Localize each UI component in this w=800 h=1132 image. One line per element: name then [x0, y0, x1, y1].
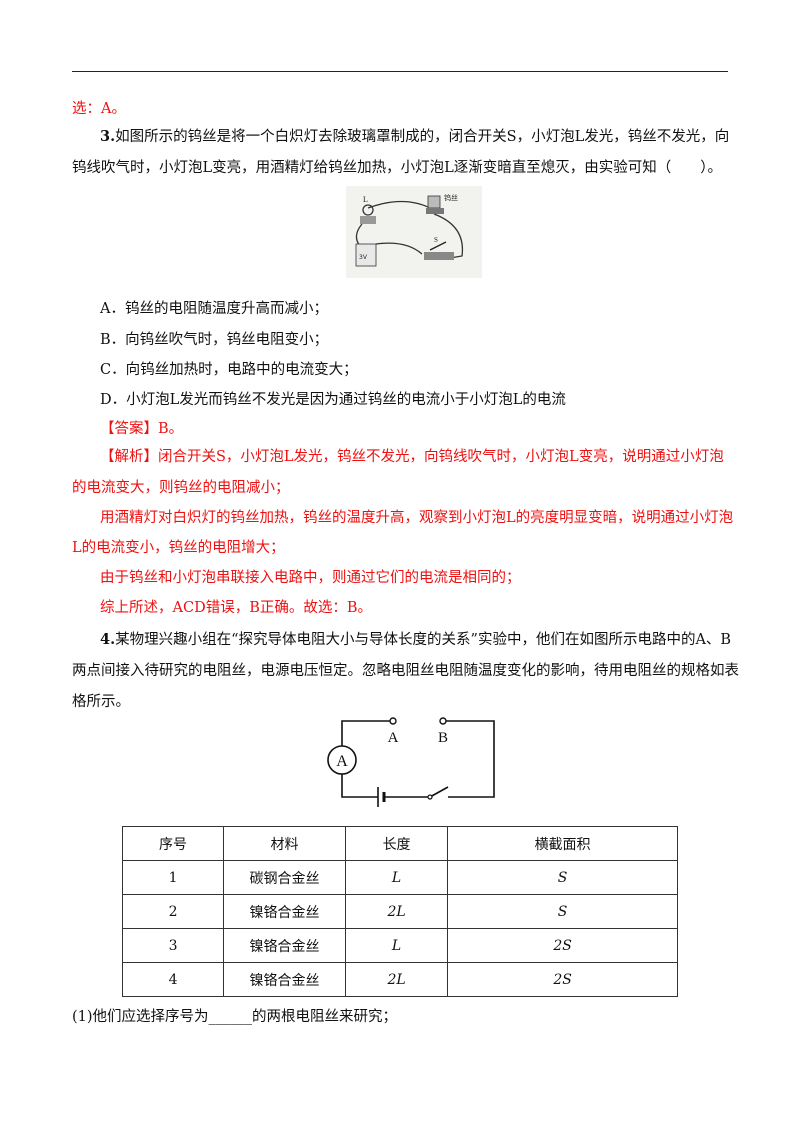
terminal-b [439, 717, 447, 725]
cell-index: 2 [121, 894, 225, 929]
label-battery: 3V [359, 254, 368, 261]
switch-lever [429, 241, 447, 251]
label-S: S [434, 236, 438, 244]
q3-analysis-5: 由于钨丝和小灯泡串联接入电路中，则通过它们的电流是相同的； [100, 570, 521, 586]
cell-length: L [344, 860, 449, 895]
table-header-row: 序号 材料 长度 横截面积 [121, 826, 678, 861]
cell-material: 镍铬合金丝 [223, 928, 346, 963]
cell-length: L [344, 928, 449, 963]
tungsten-base [426, 208, 444, 214]
label-B: B [438, 730, 448, 746]
q3-analysis-4: L的电流变小，钨丝的电阻增大； [72, 540, 285, 556]
tungsten-filament-icon [427, 195, 441, 209]
previous-answer: 选：A。 [72, 101, 126, 117]
cell-material: 碳钢合金丝 [223, 860, 346, 895]
q3-analysis-6: 综上所述，ACD错误，B正确。故选：B。 [100, 600, 373, 616]
wire-middle [375, 242, 423, 255]
cell-area: S [447, 894, 678, 929]
q3-line-2: 钨线吹气时，小灯泡L变亮，用酒精灯给钨丝加热，小灯泡L逐渐变暗直至熄灭，由实验可… [72, 160, 723, 176]
header-area: 横截面积 [447, 826, 678, 861]
switch-pivot [427, 794, 433, 800]
cell-material: 镍铬合金丝 [223, 962, 346, 997]
label-tungsten: 钨丝 [444, 193, 458, 202]
cell-area: S [447, 860, 678, 895]
header-rule [72, 71, 728, 72]
q3-option-a: A．钨丝的电阻随温度升高而减小； [100, 301, 328, 317]
q3-line-1: 3.如图所示的钨丝是将一个白炽灯去除玻璃罩制成的，闭合开关S，小灯泡L发光，钨丝… [100, 127, 729, 147]
q4-sub-question-1: (1)他们应选择序号为______的两根电阻丝来研究； [72, 1009, 398, 1025]
table-row: 3 镍铬合金丝 L 2S [121, 928, 678, 963]
header-material: 材料 [223, 826, 346, 861]
lamp-base [360, 216, 376, 224]
cell-index: 4 [121, 962, 225, 997]
q3-analysis-2: 的电流变大，则钨丝的电阻减小； [72, 480, 290, 496]
table-row: 2 镍铬合金丝 2L S [121, 894, 678, 929]
cell-index: 1 [121, 860, 225, 895]
q4-line-1: 4.某物理兴趣小组在“探究导体电阻大小与导体长度的关系”实验中，他们在如图所示电… [100, 630, 731, 650]
cell-index: 3 [121, 928, 225, 963]
q3-number: 3. [100, 128, 116, 145]
q4-text-1: 某物理兴趣小组在“探究导体电阻大小与导体长度的关系”实验中，他们在如图所示电路中… [115, 632, 732, 648]
q3-answer: 【答案】B。 [100, 421, 184, 437]
table-row: 1 碳钢合金丝 L S [121, 860, 678, 895]
label-L: L [363, 195, 368, 204]
q4-line-2: 两点间接入待研究的电阻丝，电源电压恒定。忽略电阻丝电阻随温度变化的影响，待用电阻… [72, 663, 739, 679]
cell-area: 2S [447, 928, 678, 963]
battery-icon [355, 243, 377, 267]
q3-analysis-3: 用酒精灯对白炽灯的钨丝加热，钨丝的温度升高，观察到小灯泡L的亮度明显变暗，说明通… [100, 510, 734, 526]
cell-material: 镍铬合金丝 [223, 894, 346, 929]
ammeter-label: A [336, 753, 348, 770]
wire-top-left [341, 720, 393, 746]
switch-icon [424, 252, 454, 260]
label-A: A [388, 730, 399, 746]
cell-area: 2S [447, 962, 678, 997]
q3-text-1: 如图所示的钨丝是将一个白炽灯去除玻璃罩制成的，闭合开关S，小灯泡L发光，钨丝不发… [115, 129, 730, 145]
q3-analysis-1: 【解析】闭合开关S，小灯泡L发光，钨丝不发光，向钨线吹气时，小灯泡L变亮，说明通… [100, 449, 724, 465]
table-row: 4 镍铬合金丝 2L 2S [121, 962, 678, 997]
ab-circuit-figure: A A B [327, 717, 495, 807]
q4-number: 4. [100, 631, 116, 648]
wire-bottom-left [341, 774, 378, 798]
wire-spec-table: 序号 材料 长度 横截面积 1 碳钢合金丝 L S 2 镍铬合金丝 2L S 3… [121, 826, 678, 997]
wire-right [433, 213, 464, 259]
q3-option-c: C．向钨丝加热时，电路中的电流变大； [100, 362, 358, 378]
wire-right [443, 720, 495, 798]
q4-line-3: 格所示。 [72, 694, 130, 710]
cell-length: 2L [344, 962, 449, 997]
ammeter-icon [327, 745, 357, 775]
switch-lever-icon [429, 786, 449, 798]
terminal-a [389, 717, 397, 725]
q3-option-b: B．向钨丝吹气时，钨丝电阻变小； [100, 332, 329, 348]
header-length: 长度 [344, 826, 449, 861]
tungsten-circuit-figure: L 钨丝 S 3V [346, 186, 482, 278]
header-index: 序号 [121, 826, 225, 861]
lamp-icon [362, 204, 374, 216]
q3-option-d: D．小灯泡L发光而钨丝不发光是因为通过钨丝的电流小于小灯泡L的电流 [100, 392, 566, 408]
cell-length: 2L [344, 894, 449, 929]
